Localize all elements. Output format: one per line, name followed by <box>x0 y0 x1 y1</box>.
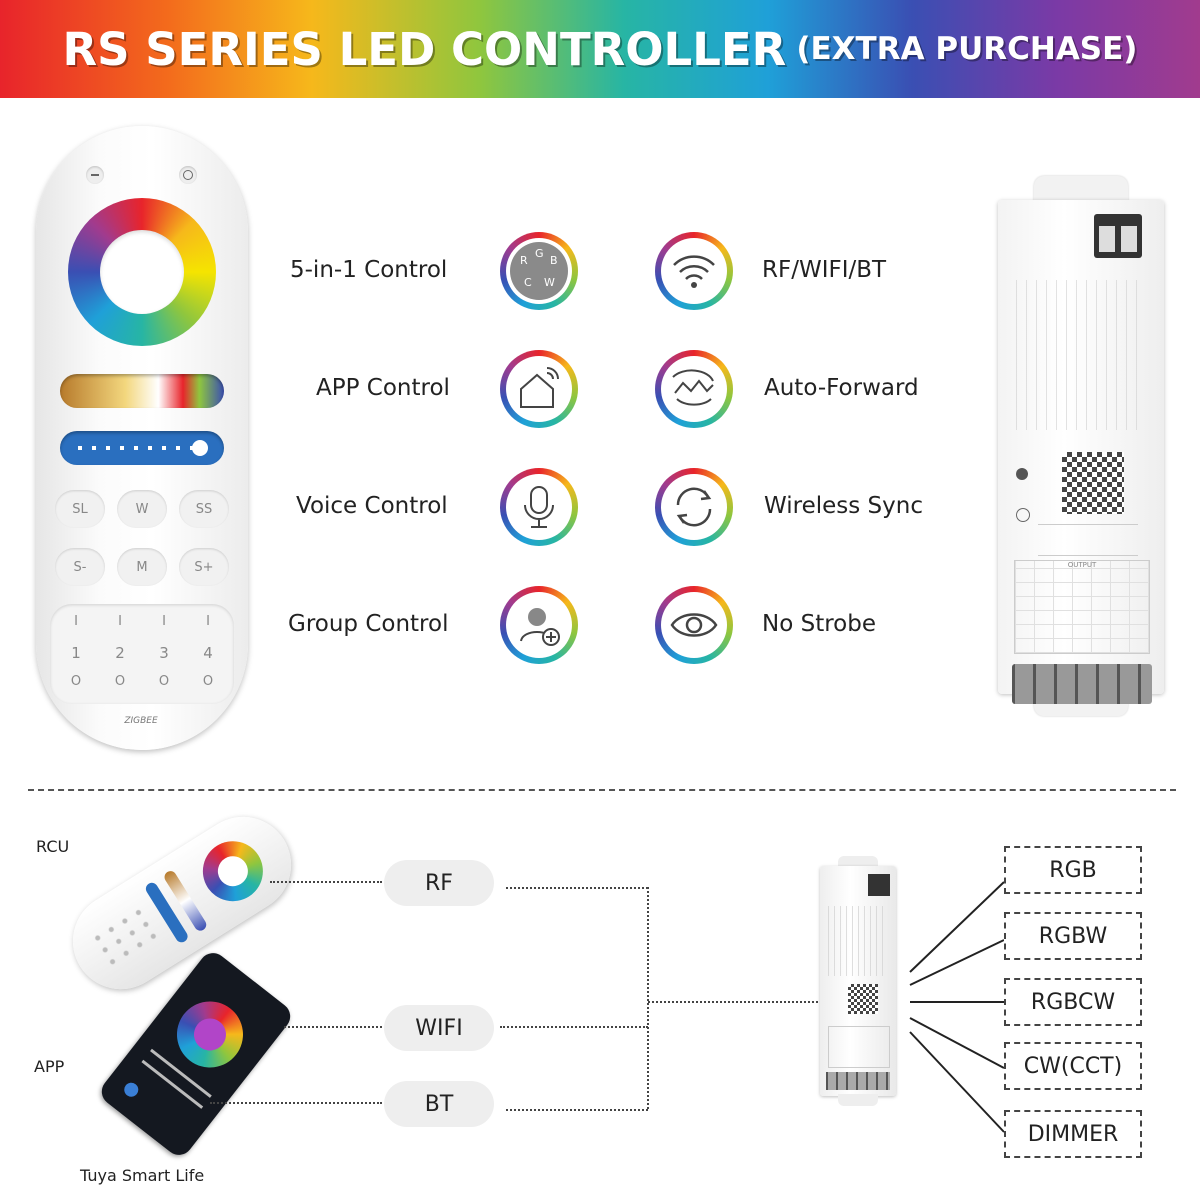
zone-2-on[interactable]: I <box>118 614 122 629</box>
sync-icon <box>661 474 727 540</box>
remote-key-ss[interactable]: SS <box>179 490 229 528</box>
remote-key-sl[interactable]: SL <box>55 490 105 528</box>
group-add-icon <box>506 592 572 658</box>
certification-marks <box>1038 524 1138 556</box>
banner-title: RS SERIES LED CONTROLLER <box>62 22 787 76</box>
output-rgbcw: RGBCW <box>1004 978 1142 1026</box>
remote-control: SL W SS S- M S+ I I I I 1 2 3 4 O O O O … <box>36 126 248 750</box>
zone-4-on[interactable]: I <box>206 614 210 629</box>
zone-1-number: 1 <box>71 644 81 662</box>
status-led <box>1016 468 1028 480</box>
rf-out-line <box>506 887 648 889</box>
feature-ring-no-strobe <box>655 586 733 664</box>
feature-ring-5in1: R G B C W <box>500 232 578 310</box>
remote-key-m[interactable]: M <box>117 548 167 586</box>
feature-label-voice: Voice Control <box>296 493 448 519</box>
letter-r: R <box>520 254 528 267</box>
zone-4-number: 4 <box>203 644 213 662</box>
header-banner: RS SERIES LED CONTROLLER (EXTRA PURCHASE… <box>0 0 1200 98</box>
remote-key-s-minus[interactable]: S- <box>55 548 105 586</box>
zone-3-off[interactable]: O <box>158 674 170 689</box>
app-to-wifi-line <box>284 1026 382 1028</box>
feature-ring-wireless <box>655 232 733 310</box>
zone-1-off[interactable]: O <box>70 674 82 689</box>
feature-ring-auto-forward <box>655 350 733 428</box>
feature-label-5in1: 5-in-1 Control <box>290 257 448 283</box>
output-rgb: RGB <box>1004 846 1142 894</box>
output-fanout-lines <box>909 881 1005 1133</box>
rcu-to-rf-line <box>270 881 382 883</box>
feature-label-no-strobe: No Strobe <box>762 611 876 637</box>
output-cw-cct: CW(CCT) <box>1004 1042 1142 1090</box>
power-on-icon <box>179 166 197 184</box>
feature-ring-sync <box>655 468 733 546</box>
feature-ring-group <box>500 586 578 664</box>
zone-3-number: 3 <box>159 644 169 662</box>
led-controller-device: OUTPUT <box>998 176 1164 716</box>
auto-forward-icon <box>661 356 727 422</box>
label-text-lines <box>1016 280 1144 430</box>
connection-wifi: WIFI <box>384 1005 494 1051</box>
zone-3-on[interactable]: I <box>162 614 166 629</box>
smartphone-image <box>96 947 296 1161</box>
section-divider <box>28 789 1176 791</box>
feature-label-wireless-sync: Wireless Sync <box>764 493 923 519</box>
connection-bt: BT <box>384 1081 494 1127</box>
output-table-title: OUTPUT <box>1067 561 1097 569</box>
remote-key-s-plus[interactable]: S+ <box>179 548 229 586</box>
color-temperature-slider[interactable] <box>60 374 224 408</box>
bus-line <box>647 887 649 1109</box>
color-wheel[interactable] <box>68 198 216 346</box>
remote-key-w[interactable]: W <box>117 490 167 528</box>
letter-w: W <box>544 276 555 289</box>
output-terminal <box>1012 664 1152 704</box>
zone-2-number: 2 <box>115 644 125 662</box>
output-table: OUTPUT <box>1014 560 1150 654</box>
letter-b: B <box>550 254 558 267</box>
app-caption: Tuya Smart Life <box>80 1166 205 1185</box>
qr-code <box>1062 452 1124 514</box>
rcu-label: RCU <box>36 837 70 856</box>
output-rgbw: RGBW <box>1004 912 1142 960</box>
color-mode-icon: R G B C W <box>506 238 572 304</box>
feature-label-auto-forward: Auto-Forward <box>764 375 919 401</box>
remote-brand: ZIGBEE <box>124 716 158 726</box>
input-terminal <box>1094 214 1142 258</box>
button-dot <box>1016 508 1030 522</box>
app-label: APP <box>34 1057 65 1076</box>
feature-label-rf-wifi-bt: RF/WIFI/BT <box>762 257 887 283</box>
zone-keys: I I I I 1 2 3 4 O O O O <box>50 604 234 704</box>
bus-to-controller-line <box>648 1001 818 1003</box>
letter-c: C <box>524 276 532 289</box>
microphone-icon <box>506 474 572 540</box>
banner-subtitle: (EXTRA PURCHASE) <box>796 31 1138 67</box>
eye-icon <box>661 592 727 658</box>
zone-1-on[interactable]: I <box>74 614 78 629</box>
power-off-icon <box>86 166 104 184</box>
feature-label-group: Group Control <box>288 611 449 637</box>
sun-icon <box>192 440 208 456</box>
zone-2-off[interactable]: O <box>114 674 126 689</box>
smart-home-icon <box>506 356 572 422</box>
brightness-slider[interactable] <box>60 431 224 465</box>
bt-out-line <box>506 1109 648 1111</box>
feature-label-app: APP Control <box>316 375 450 401</box>
zone-4-off[interactable]: O <box>202 674 214 689</box>
wifi-out-line <box>500 1026 648 1028</box>
wifi-icon <box>661 238 727 304</box>
output-dimmer: DIMMER <box>1004 1110 1142 1158</box>
small-controller-image <box>820 856 896 1106</box>
connection-rf: RF <box>384 860 494 906</box>
app-to-bt-line <box>210 1102 382 1104</box>
feature-ring-voice <box>500 468 578 546</box>
feature-ring-app <box>500 350 578 428</box>
letter-g: G <box>535 247 544 260</box>
